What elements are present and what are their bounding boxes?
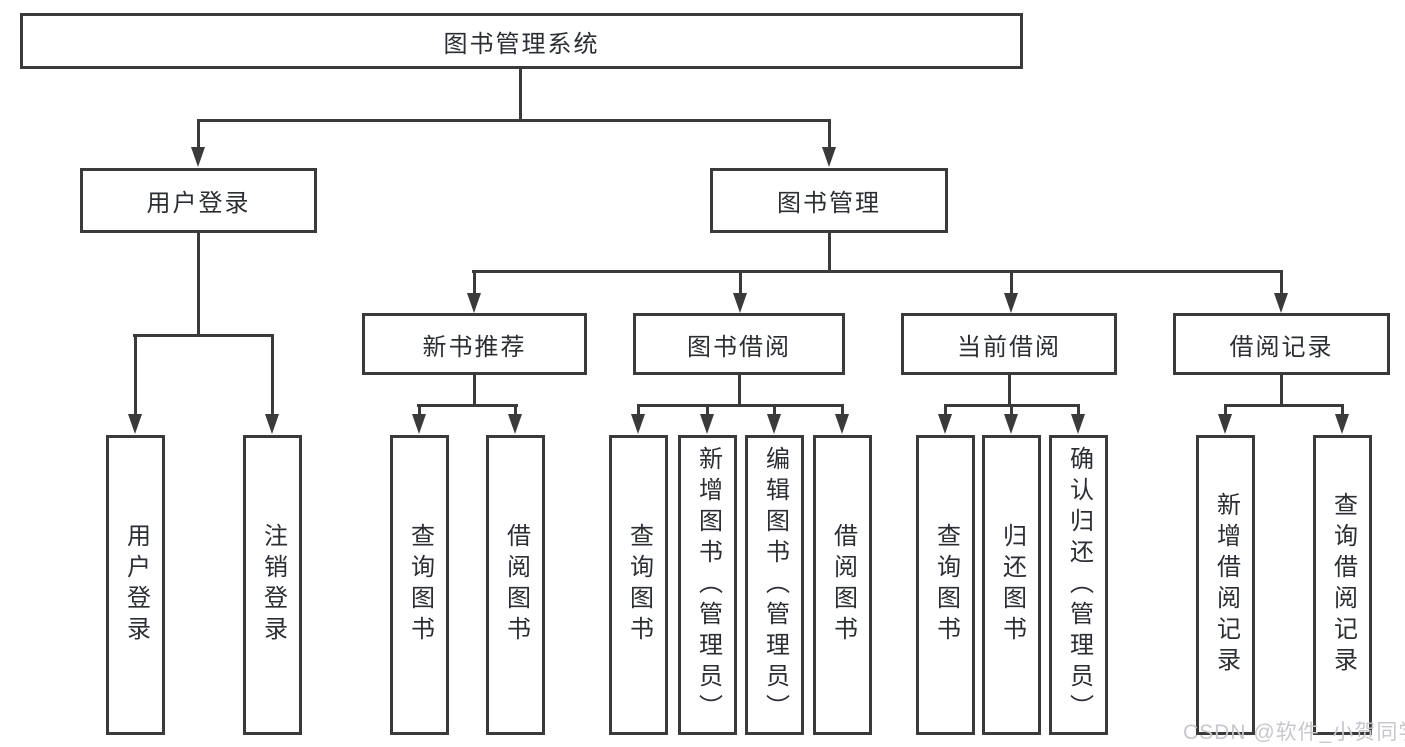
connector-line: [473, 272, 476, 294]
connector-line: [1224, 406, 1227, 416]
node-label: 编辑图书（管理员）: [761, 445, 789, 725]
node-label: 新增借阅记录: [1212, 492, 1240, 678]
arrowhead-icon: [1004, 293, 1018, 313]
connector-line: [637, 406, 640, 416]
connector-line: [514, 406, 517, 416]
connector-line: [841, 406, 844, 416]
node-label: 图书管理系统: [443, 30, 600, 58]
node-label: 确认归还（管理员）: [1065, 445, 1093, 725]
watermark: CSDN @软件_小贺同学: [1183, 721, 1405, 744]
connector-line: [828, 233, 831, 272]
connector-line: [134, 336, 137, 415]
node-label: 查询图书: [406, 523, 434, 647]
node-label: 查询图书: [625, 523, 653, 647]
connector-line: [1010, 272, 1013, 294]
arrowhead-icon: [1218, 414, 1232, 434]
arrowhead-icon: [767, 414, 781, 434]
arrowhead-icon: [1335, 414, 1349, 434]
node-query-borrow-record: 查询借阅记录: [1313, 435, 1372, 735]
arrowhead-icon: [700, 414, 714, 434]
connector-line: [1077, 406, 1080, 416]
arrowhead-icon: [191, 147, 205, 167]
connector-line: [1280, 375, 1283, 406]
connector-line: [739, 272, 742, 294]
node-label: 查询借阅记录: [1329, 492, 1357, 678]
node-library-management-system: 图书管理系统: [20, 13, 1023, 69]
connector-line: [706, 406, 709, 416]
arrowhead-icon: [822, 147, 836, 167]
node-book-management: 图书管理: [710, 168, 948, 233]
connector-line: [417, 404, 518, 407]
connector-line: [1008, 375, 1011, 406]
node-confirm-return-admin: 确认归还（管理员）: [1049, 435, 1108, 735]
arrowhead-icon: [1004, 414, 1018, 434]
arrowhead-icon: [835, 414, 849, 434]
node-borrow-books-recommend: 借阅图书: [486, 435, 545, 735]
connector-line: [197, 121, 200, 149]
arrowhead-icon: [1071, 414, 1085, 434]
node-current-borrowing: 当前借阅: [901, 313, 1117, 375]
connector-line: [472, 270, 1283, 273]
connector-line: [1010, 406, 1013, 416]
node-label: 新增图书（管理员）: [694, 445, 722, 725]
arrowhead-icon: [938, 414, 952, 434]
node-label: 注销登录: [259, 523, 287, 647]
node-label: 借阅图书: [829, 523, 857, 647]
connector-line: [773, 406, 776, 416]
connector-line: [133, 334, 274, 337]
node-user-login-leaf: 用户登录: [106, 435, 165, 735]
connector-line: [944, 406, 947, 416]
node-label: 借阅图书: [502, 523, 530, 647]
node-label: 图书管理: [777, 190, 881, 217]
connector-line: [1224, 404, 1344, 407]
node-label: 用户登录: [122, 523, 150, 647]
node-add-borrow-record: 新增借阅记录: [1196, 435, 1255, 735]
node-label: 查询图书: [932, 523, 960, 647]
connector-line: [1280, 272, 1283, 294]
arrowhead-icon: [412, 414, 426, 434]
connector-line: [519, 69, 522, 122]
node-edit-books-admin: 编辑图书（管理员）: [745, 435, 804, 735]
node-logout: 注销登录: [243, 435, 302, 735]
node-label: 当前借阅: [957, 333, 1061, 361]
arrowhead-icon: [631, 414, 645, 434]
node-label: 归还图书: [998, 523, 1026, 647]
connector-line: [197, 119, 831, 122]
arrowhead-icon: [265, 414, 279, 434]
arrowhead-icon: [467, 293, 481, 313]
connector-line: [738, 375, 741, 406]
connector-line: [271, 336, 274, 415]
connector-line: [473, 375, 476, 406]
arrowhead-icon: [508, 414, 522, 434]
node-label: 新书推荐: [422, 333, 527, 361]
node-book-borrowing: 图书借阅: [633, 313, 845, 375]
node-return-books: 归还图书: [982, 435, 1041, 735]
connector-line: [637, 404, 844, 407]
connector-line: [828, 121, 831, 149]
node-label: 图书借阅: [687, 333, 791, 361]
connector-line: [1341, 406, 1344, 416]
node-borrow-books-borrowing: 借阅图书: [813, 435, 872, 735]
arrowhead-icon: [1274, 293, 1288, 313]
node-label: 用户登录: [146, 190, 251, 217]
connector-line: [197, 233, 200, 336]
node-add-books-admin: 新增图书（管理员）: [678, 435, 737, 735]
node-new-book-recommend: 新书推荐: [362, 313, 587, 375]
node-query-books-current: 查询图书: [916, 435, 975, 735]
node-label: 借阅记录: [1229, 333, 1334, 361]
arrowhead-icon: [128, 414, 142, 434]
node-borrowing-records: 借阅记录: [1173, 313, 1390, 375]
arrowhead-icon: [733, 293, 747, 313]
node-user-login: 用户登录: [80, 168, 317, 233]
connector-line: [944, 404, 1080, 407]
node-query-books-recommend: 查询图书: [390, 435, 449, 735]
connector-line: [418, 406, 421, 416]
node-query-books-borrowing: 查询图书: [609, 435, 668, 735]
